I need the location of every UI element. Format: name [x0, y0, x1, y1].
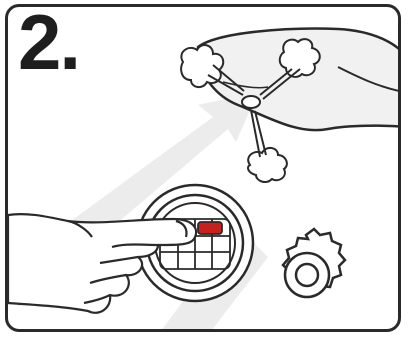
- instruction-panel: 2.: [5, 4, 401, 332]
- valve-tab: [198, 222, 222, 234]
- cap-icon: [283, 229, 345, 297]
- bag-vent-icon: [242, 96, 260, 108]
- step-number: 2.: [18, 4, 79, 81]
